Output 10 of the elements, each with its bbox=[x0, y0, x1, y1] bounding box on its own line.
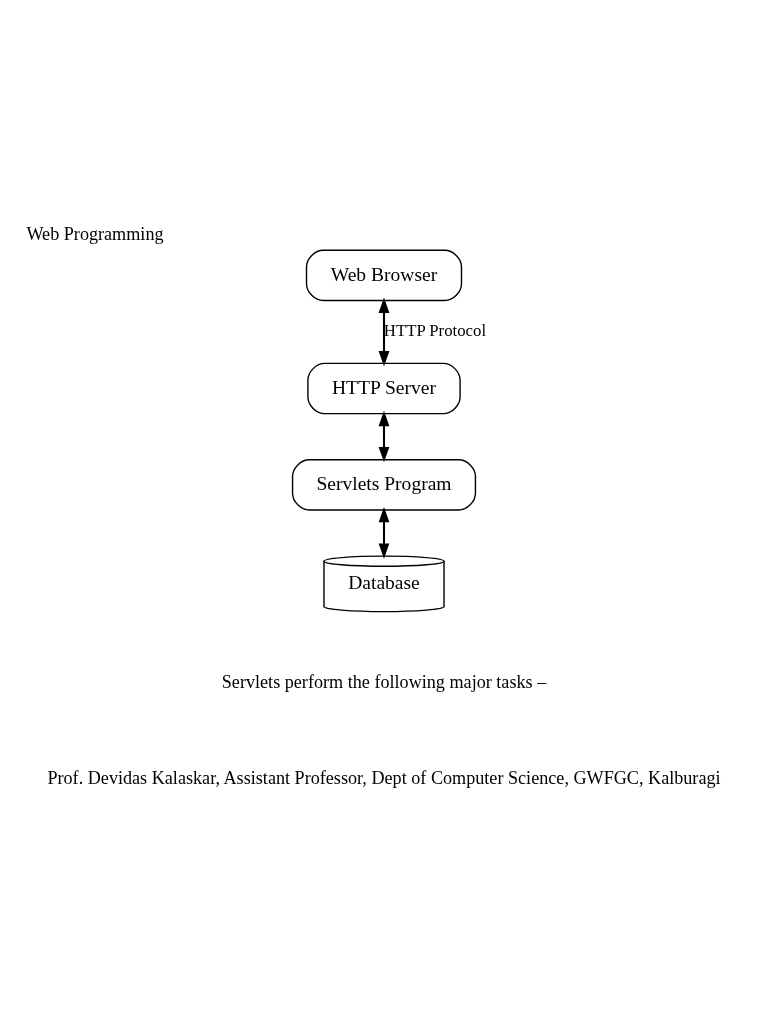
node-box: Servlets Program bbox=[291, 459, 477, 511]
label: Prof. Devidas Kalaskar, Assistant Professor, Dept of Computer Science, GWFGC, Kalburagi bbox=[47, 768, 721, 789]
edge-label: HTTP Protocol bbox=[383, 321, 487, 341]
arrow bbox=[378, 506, 390, 559]
label: Servlets perform the following major tasks – bbox=[221, 671, 547, 692]
node-box: HTTP Server bbox=[307, 362, 461, 415]
diagram-title: Web Programming bbox=[26, 223, 164, 244]
arrow bbox=[378, 410, 390, 463]
arrow bbox=[378, 297, 390, 367]
node-box: Web Browser bbox=[305, 249, 463, 302]
